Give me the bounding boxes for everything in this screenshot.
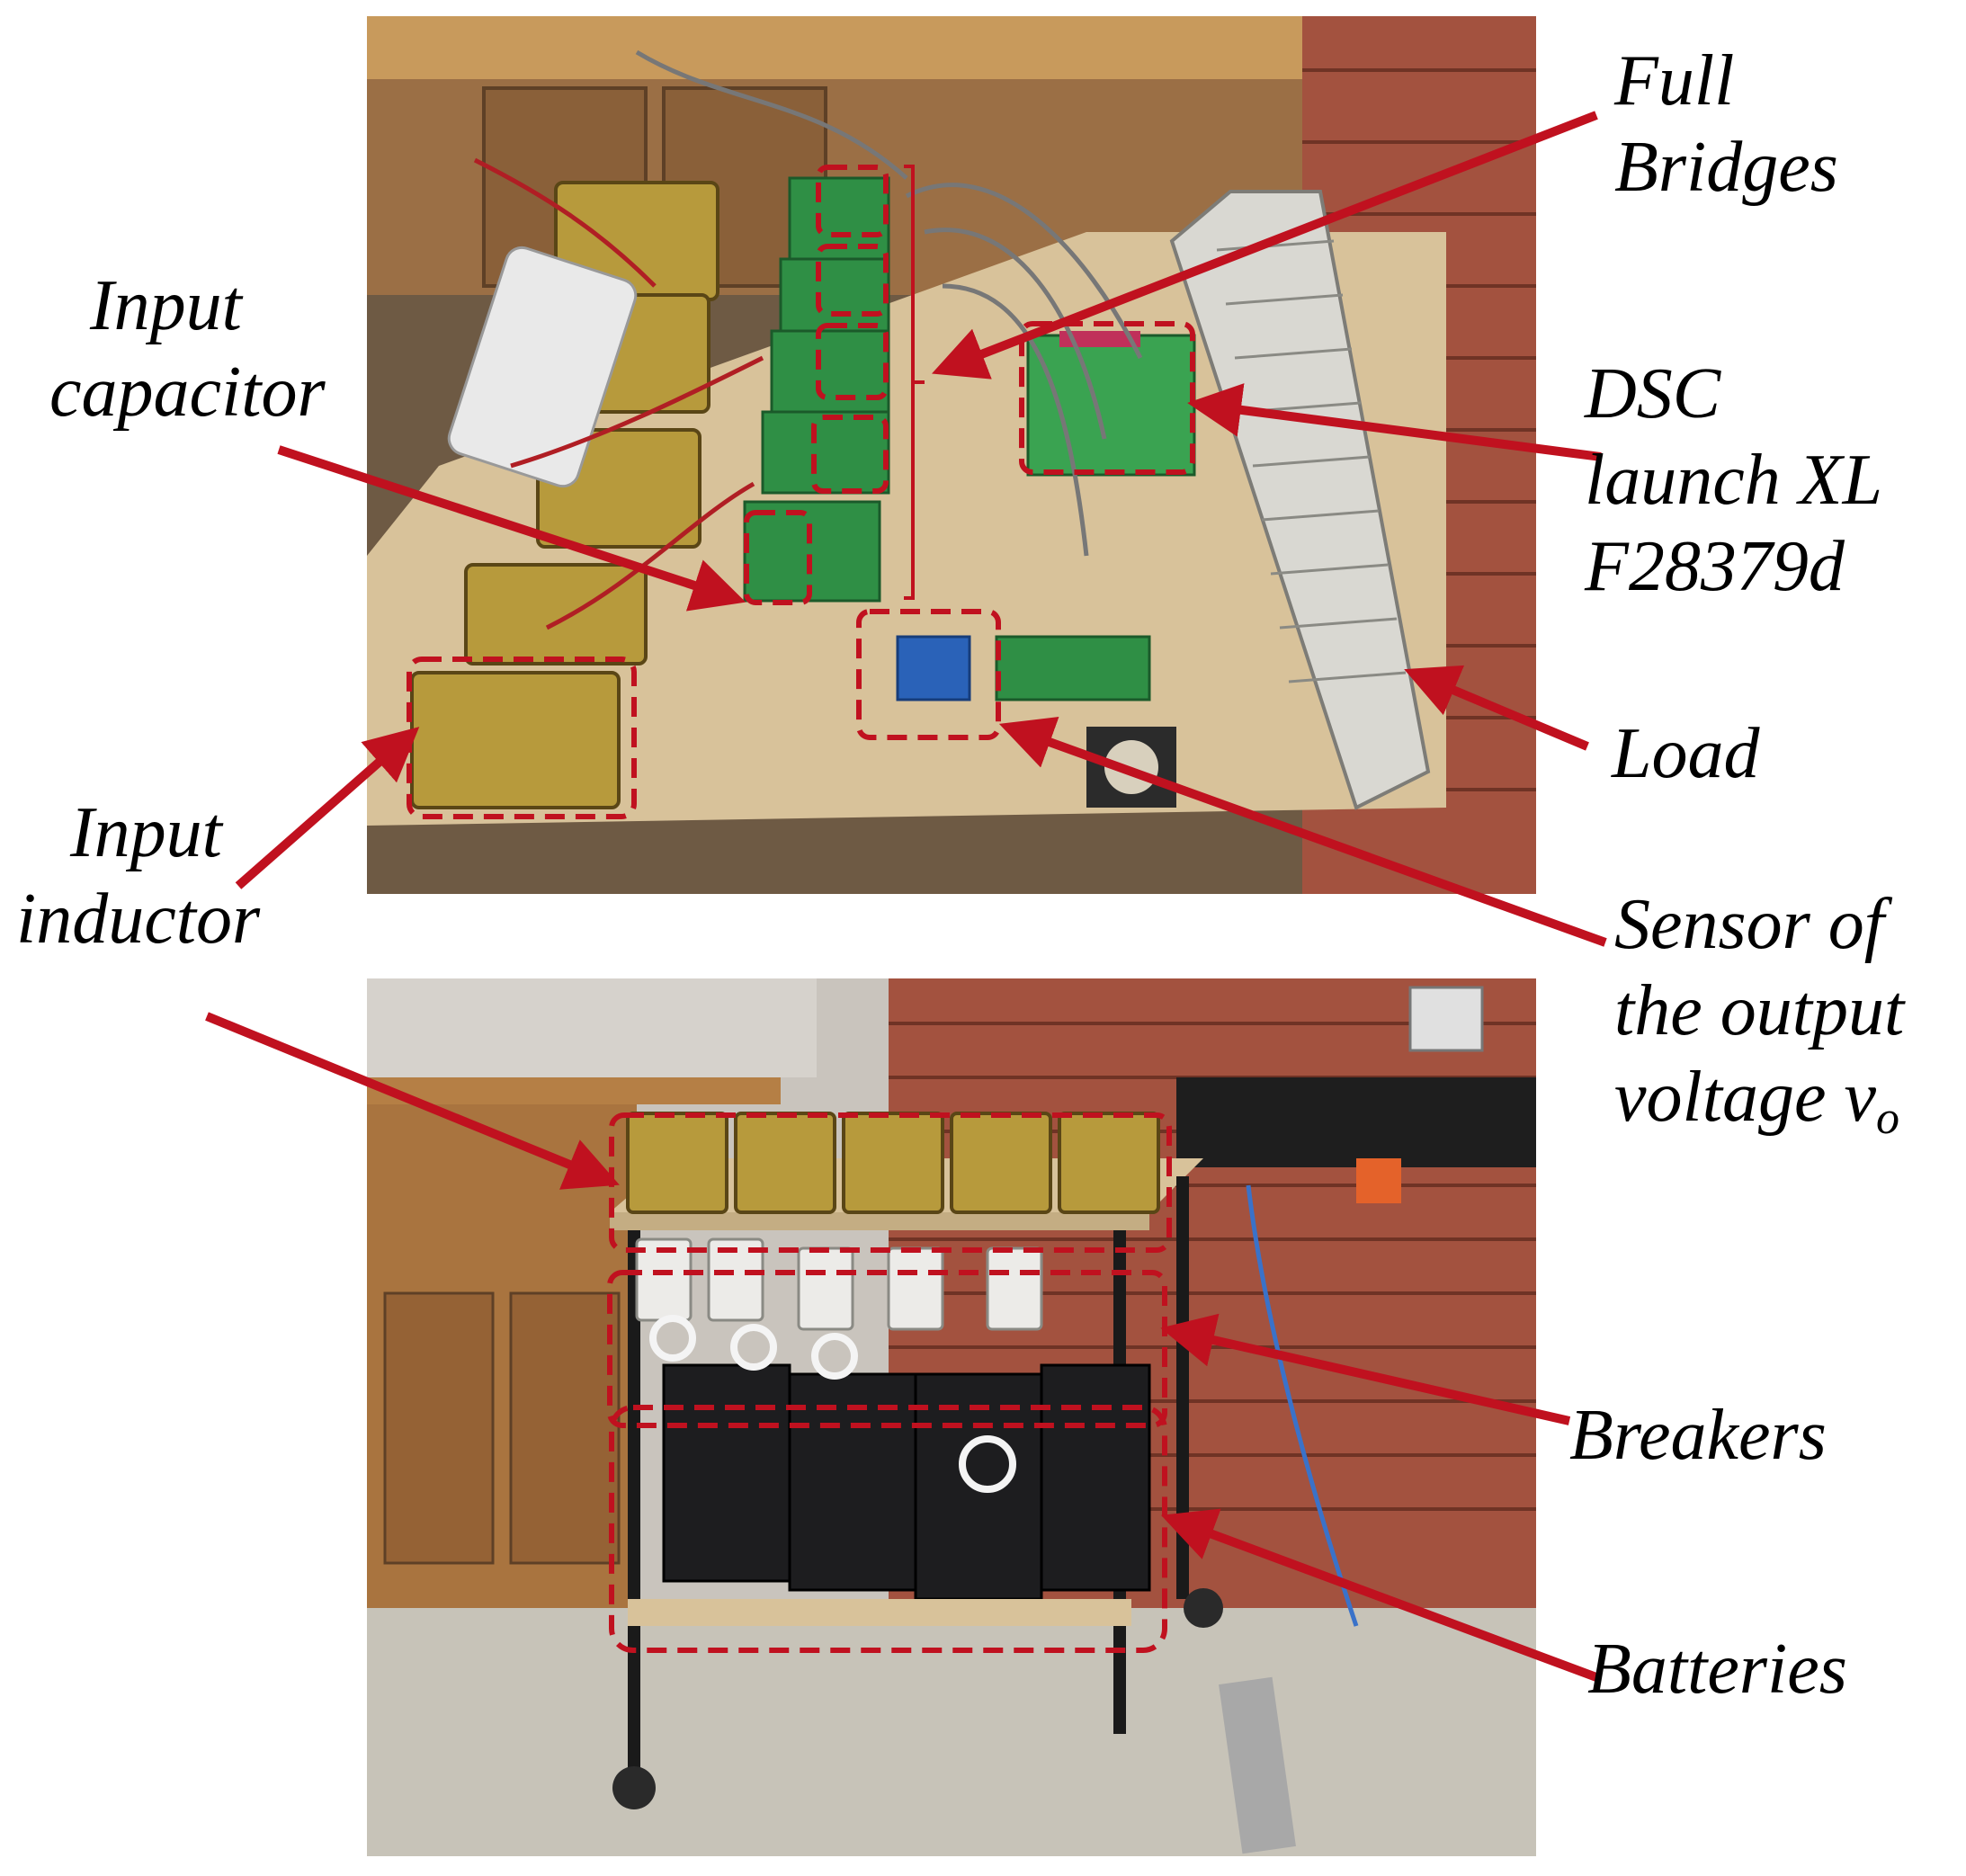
bottom-photo-battery-cart [367,978,1536,1856]
label-full-bridges: Full Bridges [1614,38,1838,210]
label-dsc: DSC launch XL F28379d [1585,351,1882,610]
label-dsc-line-2: launch XL [1585,441,1883,520]
label-sensor-line-3: voltage vo [1614,1054,1904,1162]
label-dsc-line-1: DSC [1585,354,1721,433]
label-load: Load [1612,710,1760,797]
label-input-capacitor-line-2: capacitor [49,353,326,432]
label-batteries-text: Batteries [1587,1630,1847,1709]
label-sensor-subscript: o [1875,1093,1899,1144]
top-photo-bench-setup [367,16,1536,894]
label-full-bridges-line-1: Full [1614,41,1735,121]
label-input-capacitor: Input capacitor [49,263,326,435]
label-input-capacitor-line-1: Input [90,266,242,345]
label-dsc-line-3: F28379d [1585,527,1845,606]
label-load-text: Load [1612,714,1760,793]
label-sensor-line-3-text: voltage v [1614,1058,1876,1137]
label-batteries: Batteries [1587,1626,1847,1712]
label-sensor-line-1: Sensor of [1614,885,1884,964]
label-input-inductor-line-2: inductor [16,880,261,959]
label-sensor: Sensor of the output voltage vo [1614,881,1904,1162]
label-sensor-line-2: the output [1614,971,1905,1050]
label-breakers-text: Breakers [1569,1396,1827,1475]
label-input-inductor: Input inductor [16,790,260,962]
label-full-bridges-line-2: Bridges [1614,128,1838,207]
label-breakers: Breakers [1569,1392,1827,1478]
label-input-inductor-line-1: Input [70,793,222,872]
